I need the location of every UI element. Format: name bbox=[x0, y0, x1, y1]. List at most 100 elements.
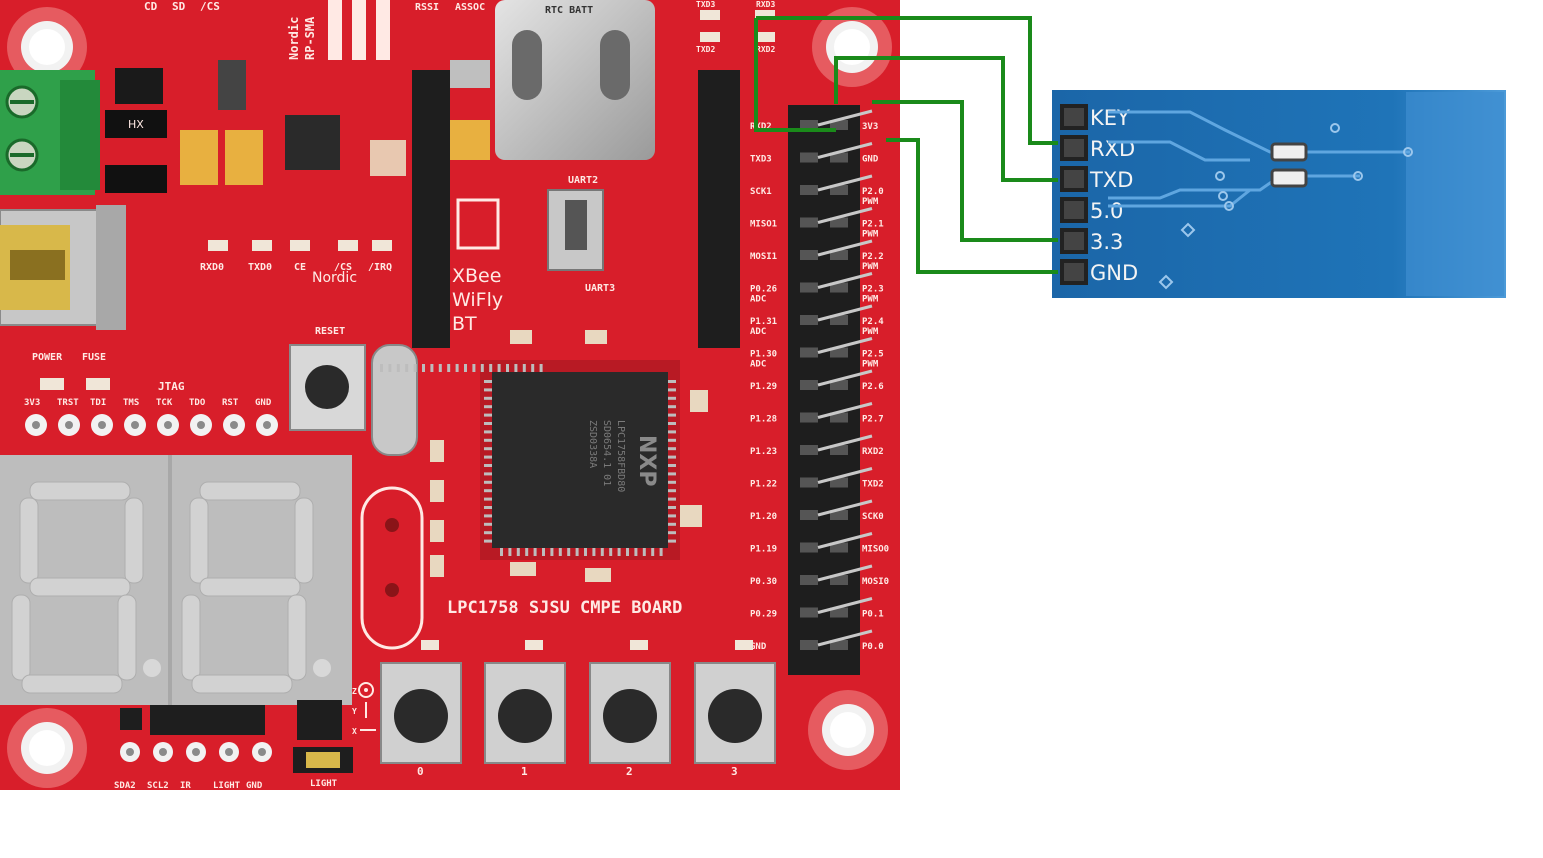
tantalum-cap-1 bbox=[180, 130, 218, 185]
chip-pin bbox=[447, 364, 451, 372]
chip-pin bbox=[609, 548, 613, 556]
svg-text:HX: HX bbox=[128, 118, 144, 131]
header-pin-leg bbox=[817, 272, 873, 289]
header-label-right: PWM bbox=[862, 295, 879, 305]
chip-pin bbox=[668, 489, 676, 493]
header-label-left: P1.22 bbox=[750, 480, 777, 490]
header-pin bbox=[830, 510, 848, 520]
chip-pin bbox=[489, 364, 493, 372]
jtag-pin-hole bbox=[197, 421, 205, 429]
uart3-label: UART3 bbox=[585, 283, 615, 294]
header-label-left: P1.31 bbox=[750, 317, 777, 327]
chip-pin bbox=[484, 489, 492, 493]
push-button-1[interactable]: 1 bbox=[484, 640, 566, 778]
crystal-small bbox=[370, 140, 406, 176]
rtc-battery-holder: RTC BATT bbox=[495, 0, 655, 160]
chip-pin bbox=[550, 548, 554, 556]
header-pin bbox=[830, 412, 848, 423]
header-pin-leg bbox=[817, 337, 873, 354]
chip-pin bbox=[480, 364, 484, 372]
chip-pin bbox=[600, 548, 604, 556]
jtag-pin-label: TCK bbox=[156, 398, 173, 408]
header-label-right: PWM bbox=[862, 327, 879, 337]
reset-button[interactable]: RESET bbox=[289, 326, 366, 431]
jtag-pin-label: RST bbox=[222, 398, 239, 408]
header-pin bbox=[800, 315, 818, 325]
module-pin-inner bbox=[1064, 170, 1084, 188]
fuse-label: FUSE bbox=[82, 352, 106, 363]
uart-leds: TXD3 RXD3 TXD2 RXD2 bbox=[696, 0, 775, 54]
tantalum-cap-2 bbox=[225, 130, 263, 185]
wire-5 bbox=[886, 138, 1058, 274]
header-label-right: PWM bbox=[862, 197, 879, 207]
chip-pin bbox=[668, 430, 676, 434]
header-pin bbox=[830, 640, 848, 650]
header-label-left: P0.26 bbox=[750, 285, 777, 295]
header-pin-leg bbox=[817, 629, 873, 647]
sd-label-sd: SD bbox=[172, 0, 186, 13]
crystal-oscillator bbox=[371, 344, 418, 456]
header-label-right: PWM bbox=[862, 230, 879, 240]
light-sensor-label: LIGHT bbox=[310, 779, 338, 789]
header-label-left: ADC bbox=[750, 327, 766, 337]
chip-pin bbox=[668, 497, 676, 501]
chip-pin bbox=[626, 548, 629, 556]
push-button-0[interactable]: 0 bbox=[380, 640, 462, 778]
chip-pin bbox=[668, 480, 676, 484]
usb-connector bbox=[0, 205, 126, 330]
button-cap bbox=[708, 689, 762, 743]
header-label-left: P1.23 bbox=[750, 447, 777, 457]
push-button-2[interactable]: 2 bbox=[589, 640, 671, 778]
chip-pin bbox=[508, 548, 512, 556]
jtag-pin-hole bbox=[98, 421, 106, 429]
push-button-3[interactable]: 3 bbox=[694, 640, 776, 778]
seven-segment-display bbox=[0, 455, 352, 705]
bottom-pin-label: LIGHT bbox=[213, 781, 241, 791]
axis-y: Y bbox=[352, 707, 357, 716]
header-pin-leg bbox=[817, 207, 873, 224]
led-txd2: TXD2 bbox=[696, 45, 715, 54]
header-pin bbox=[830, 315, 848, 325]
header-label-left: P0.30 bbox=[750, 577, 777, 587]
header-label-right: P2.2 bbox=[862, 252, 884, 262]
chip-pin bbox=[659, 548, 663, 556]
bottom-pin-label: SCL2 bbox=[147, 781, 169, 791]
bottom-pin-label: IR bbox=[180, 781, 191, 791]
chip-line-1: LPC1758FBD80 bbox=[615, 420, 626, 492]
chip-pin bbox=[484, 447, 492, 451]
header-pin bbox=[830, 542, 848, 553]
header-pin-leg bbox=[817, 109, 873, 127]
chip-pin bbox=[484, 438, 492, 442]
header-pin-leg bbox=[817, 369, 873, 387]
module-pin-label: 3.3 bbox=[1090, 230, 1123, 254]
bottom-pin-hole bbox=[192, 748, 200, 756]
nordic-label: Nordic bbox=[312, 270, 357, 286]
chip-pin bbox=[380, 364, 383, 372]
header-pin bbox=[800, 575, 818, 585]
chip-pin bbox=[405, 364, 409, 372]
chip-pin bbox=[668, 438, 676, 442]
chip-pin bbox=[484, 422, 492, 425]
chip-pin bbox=[484, 405, 492, 409]
module-pin-inner bbox=[1064, 201, 1084, 219]
axis-marker: Z Y X bbox=[352, 682, 376, 736]
power-label: POWER bbox=[32, 352, 63, 363]
sd-label-cd: CD bbox=[144, 0, 158, 13]
sjsu-board: HX CD SD /CS Nordic RP-SMA RSSI ASSOC RT… bbox=[0, 0, 900, 791]
header-label-left: P1.29 bbox=[750, 382, 777, 392]
header-pin bbox=[830, 607, 848, 618]
header-pin bbox=[830, 250, 848, 260]
bottom-small-chip bbox=[120, 708, 142, 730]
jtag-pin-label: GND bbox=[255, 398, 272, 408]
header-pin bbox=[800, 445, 818, 455]
uart-switch[interactable]: UART2 UART3 bbox=[547, 175, 615, 294]
header-pin-leg bbox=[817, 597, 873, 614]
header-pin-leg bbox=[817, 402, 873, 419]
chip-pin bbox=[668, 396, 676, 400]
header-pin bbox=[830, 347, 848, 358]
nordic-rp-sma-1: Nordic bbox=[287, 17, 301, 60]
terminal-block bbox=[0, 70, 100, 195]
chip-line-3: ZSD0338A bbox=[587, 420, 598, 468]
header-label-left: P1.30 bbox=[750, 350, 777, 360]
